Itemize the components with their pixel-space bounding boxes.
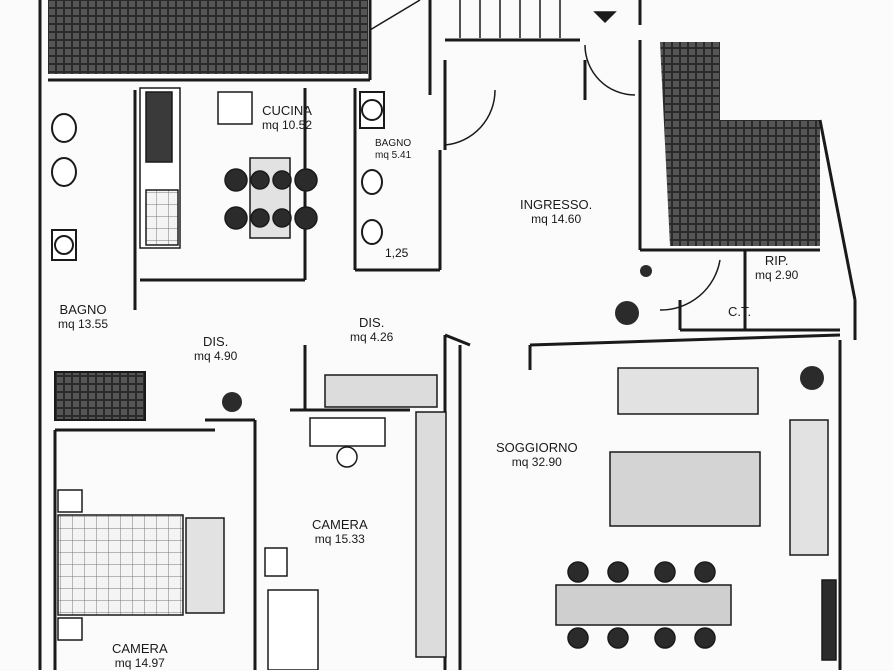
room-label-bagno-left: BAGNO mq 13.55	[58, 302, 109, 332]
room-label-ct: C.T.	[728, 304, 752, 320]
room-name: INGRESSO.	[520, 197, 593, 212]
room-label-ingresso: INGRESSO. mq 14.60	[520, 197, 593, 227]
room-area: mq 32.90	[511, 454, 562, 469]
room-area: mq 5.41	[375, 149, 412, 161]
room-label-dis-center: DIS. mq 4.26	[350, 315, 394, 345]
room-label-rip: RIP. mq 2.90	[755, 253, 799, 283]
room-area: mq 4.90	[194, 348, 238, 363]
room-label-camera-mid: CAMERA mq 15.33	[312, 517, 368, 547]
room-label-dis-left: DIS. mq 4.90	[194, 334, 238, 364]
wardrobe-center	[264, 374, 447, 670]
door-swings	[369, 0, 721, 311]
room-label-cucina: CUCINA mq 10.52	[262, 103, 313, 133]
bedroom-left-furniture	[57, 489, 225, 641]
stairs	[459, 0, 617, 38]
roof-right	[660, 42, 820, 246]
window-height-mark: 1,25	[385, 246, 409, 260]
room-area: mq 13.55	[58, 316, 109, 331]
room-area: mq 4.26	[350, 329, 394, 344]
room-label-camera-left: CAMERA mq 14.97	[112, 641, 168, 671]
room-area: mq 14.60	[531, 211, 582, 226]
room-name: CAMERA	[112, 641, 168, 656]
kitchen-furniture	[139, 87, 318, 249]
room-name: CUCINA	[262, 103, 312, 118]
roof-top-left	[48, 0, 368, 74]
soggiorno-furniture	[555, 367, 837, 661]
room-name: BAGNO	[375, 138, 412, 149]
room-name: RIP.	[764, 253, 789, 268]
room-name: C.T.	[728, 304, 752, 319]
room-name: BAGNO	[59, 302, 107, 317]
room-name: CAMERA	[312, 517, 368, 532]
room-area: mq 2.90	[755, 267, 799, 282]
room-name: DIS.	[203, 334, 229, 349]
room-area: mq 15.33	[314, 531, 365, 546]
room-name: SOGGIORNO	[496, 440, 578, 455]
plants	[222, 265, 824, 412]
room-name: DIS.	[359, 315, 385, 330]
room-label-soggiorno: SOGGIORNO mq 32.90	[496, 440, 578, 470]
room-area: mq 14.97	[114, 655, 165, 670]
room-label-bagno-small: BAGNO mq 5.41	[375, 138, 411, 161]
bathroom-fixtures	[51, 91, 385, 421]
room-area: mq 10.52	[262, 117, 313, 132]
